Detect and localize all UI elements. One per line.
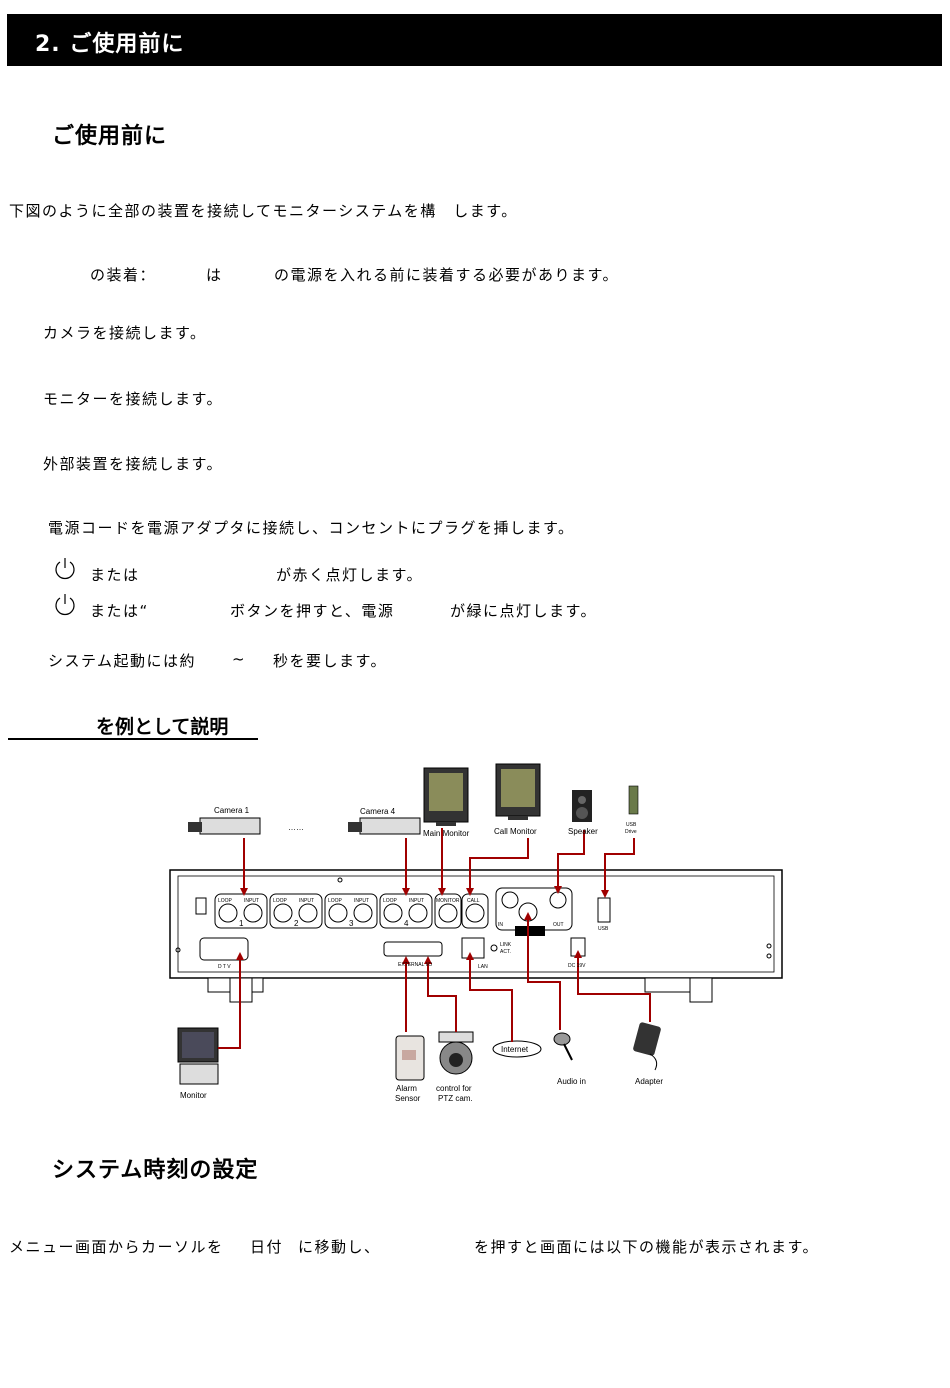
external-io-label: EXTERNAL I/O: [398, 962, 432, 968]
call-monitor-wire: [469, 838, 529, 888]
port-input-label: INPUT: [409, 898, 424, 904]
main-monitor-label: Main Monitor: [423, 829, 470, 838]
dc-label: DC 19V: [568, 963, 586, 969]
power-step: 電源コードを電源アダプタに接続し、コンセントにプラグを挿します。: [48, 519, 575, 537]
power-line1-a: または: [90, 566, 140, 584]
dvr-rear-panel: [169, 869, 783, 1003]
power-line2-c: が緑に点灯します。: [450, 602, 598, 620]
port-input-label: INPUT: [299, 898, 314, 904]
time-setting-b: 日付: [250, 1238, 284, 1256]
port-loop-label: LOOP: [383, 898, 398, 904]
time-setting-c: に移動し、: [298, 1238, 381, 1256]
usb-drive-label-1: USB: [626, 822, 637, 828]
speaker-label: Speaker: [568, 827, 598, 836]
internet-wire: [469, 960, 513, 1042]
alarm-sensor-image: [395, 1035, 425, 1081]
audio-in-label: Audio in: [557, 1077, 586, 1086]
ptz-label-1: control for: [436, 1084, 472, 1093]
boot-time-c: 秒を要します。: [273, 652, 388, 670]
dtv-label: D T V: [218, 964, 231, 970]
audio-out-port-label: OUT: [553, 922, 564, 928]
alarm-label-2: Sensor: [395, 1094, 421, 1103]
usb-wire: [604, 838, 635, 890]
call-monitor-image: [495, 763, 541, 820]
boot-time-a: システム起動には約: [48, 652, 197, 670]
power-line2-b: ボタンを押すと、電源: [230, 602, 395, 620]
port-input-label: INPUT: [244, 898, 259, 904]
act-label: ACT.: [500, 949, 511, 955]
port-input-label: INPUT: [354, 898, 369, 904]
power-line2-a: または“: [90, 602, 149, 620]
audio-in-wire: [527, 920, 561, 1030]
call-monitor-label: Call Monitor: [494, 827, 537, 836]
boot-time-b: ~: [232, 650, 247, 668]
monitor-step: モニターを接続します。: [43, 390, 224, 408]
example-underline: [8, 738, 258, 740]
usb-drive-label-2: Drive: [625, 829, 637, 835]
example-heading: を例として説明: [96, 716, 229, 738]
section-heading-2: システム時刻の設定: [52, 1158, 259, 1183]
hdd-step-b: は: [206, 266, 223, 284]
section-heading: ご使用前に: [52, 124, 168, 149]
speaker-image: [572, 790, 592, 822]
internet-cloud-image: [492, 1040, 542, 1058]
time-setting-d: を押すと画面には以下の機能が表示されます。: [474, 1238, 820, 1256]
adapter-wire: [577, 958, 651, 1022]
monitor-pc-image: [177, 1027, 219, 1085]
adapter-label: Adapter: [635, 1077, 663, 1086]
banner-title: 2. ご使用前に: [35, 32, 185, 57]
hdd-step-c: の電源を入れる前に装着する必要があります。: [274, 266, 620, 284]
power-icon: [55, 558, 75, 580]
camera-1-label: Camera 1: [214, 806, 250, 815]
lan-label: LAN: [478, 964, 488, 970]
ptz-label-2: PTZ cam.: [438, 1094, 473, 1103]
port-monitor-label: MONITOR: [436, 898, 460, 904]
power-icon: [55, 594, 75, 616]
power-line1-b: が赤く点灯します。: [276, 566, 424, 584]
port-call-label: CALL: [467, 898, 480, 904]
connection-diagram: Camera 1 Camera 4 …… Main Monitor Call M…: [169, 763, 783, 1103]
camera-dots: ……: [288, 823, 304, 832]
camera-4-image: [348, 817, 421, 835]
channel-2-label: 2: [294, 919, 299, 928]
usb-port-label: USB: [598, 926, 609, 932]
channel-4-label: 4: [404, 919, 409, 928]
internet-label: Internet: [501, 1045, 529, 1054]
section-banner: [7, 14, 942, 66]
ptz-camera-image: [438, 1031, 474, 1075]
port-loop-label: LOOP: [218, 898, 233, 904]
monitor-label: Monitor: [180, 1091, 207, 1100]
main-monitor-image: [423, 767, 469, 826]
usb-drive-image: [628, 785, 639, 815]
monitor-wire: [218, 960, 241, 1049]
hdd-step-a: の装着：: [90, 266, 157, 284]
camera-1-image: [188, 817, 261, 835]
audio-in-port-label: IN: [498, 922, 503, 928]
alarm-label-1: Alarm: [396, 1084, 417, 1093]
port-loop-label: LOOP: [273, 898, 288, 904]
camera-step: カメラを接続します。: [43, 324, 207, 342]
intro-text: 下図のように全部の装置を接続してモニターシステムを構 します。: [9, 202, 518, 220]
port-loop-label: LOOP: [328, 898, 343, 904]
channel-3-label: 3: [349, 919, 354, 928]
camera-4-label: Camera 4: [360, 807, 396, 816]
external-step: 外部装置を接続します。: [43, 455, 224, 473]
ptz-wire: [427, 964, 457, 1032]
adapter-image: [633, 1022, 661, 1071]
channel-1-label: 1: [239, 919, 244, 928]
speaker-wire: [557, 830, 585, 886]
microphone-image: [553, 1032, 573, 1061]
link-label: LINK: [500, 942, 512, 948]
time-setting-a: メニュー画面からカーソルを: [9, 1238, 224, 1256]
